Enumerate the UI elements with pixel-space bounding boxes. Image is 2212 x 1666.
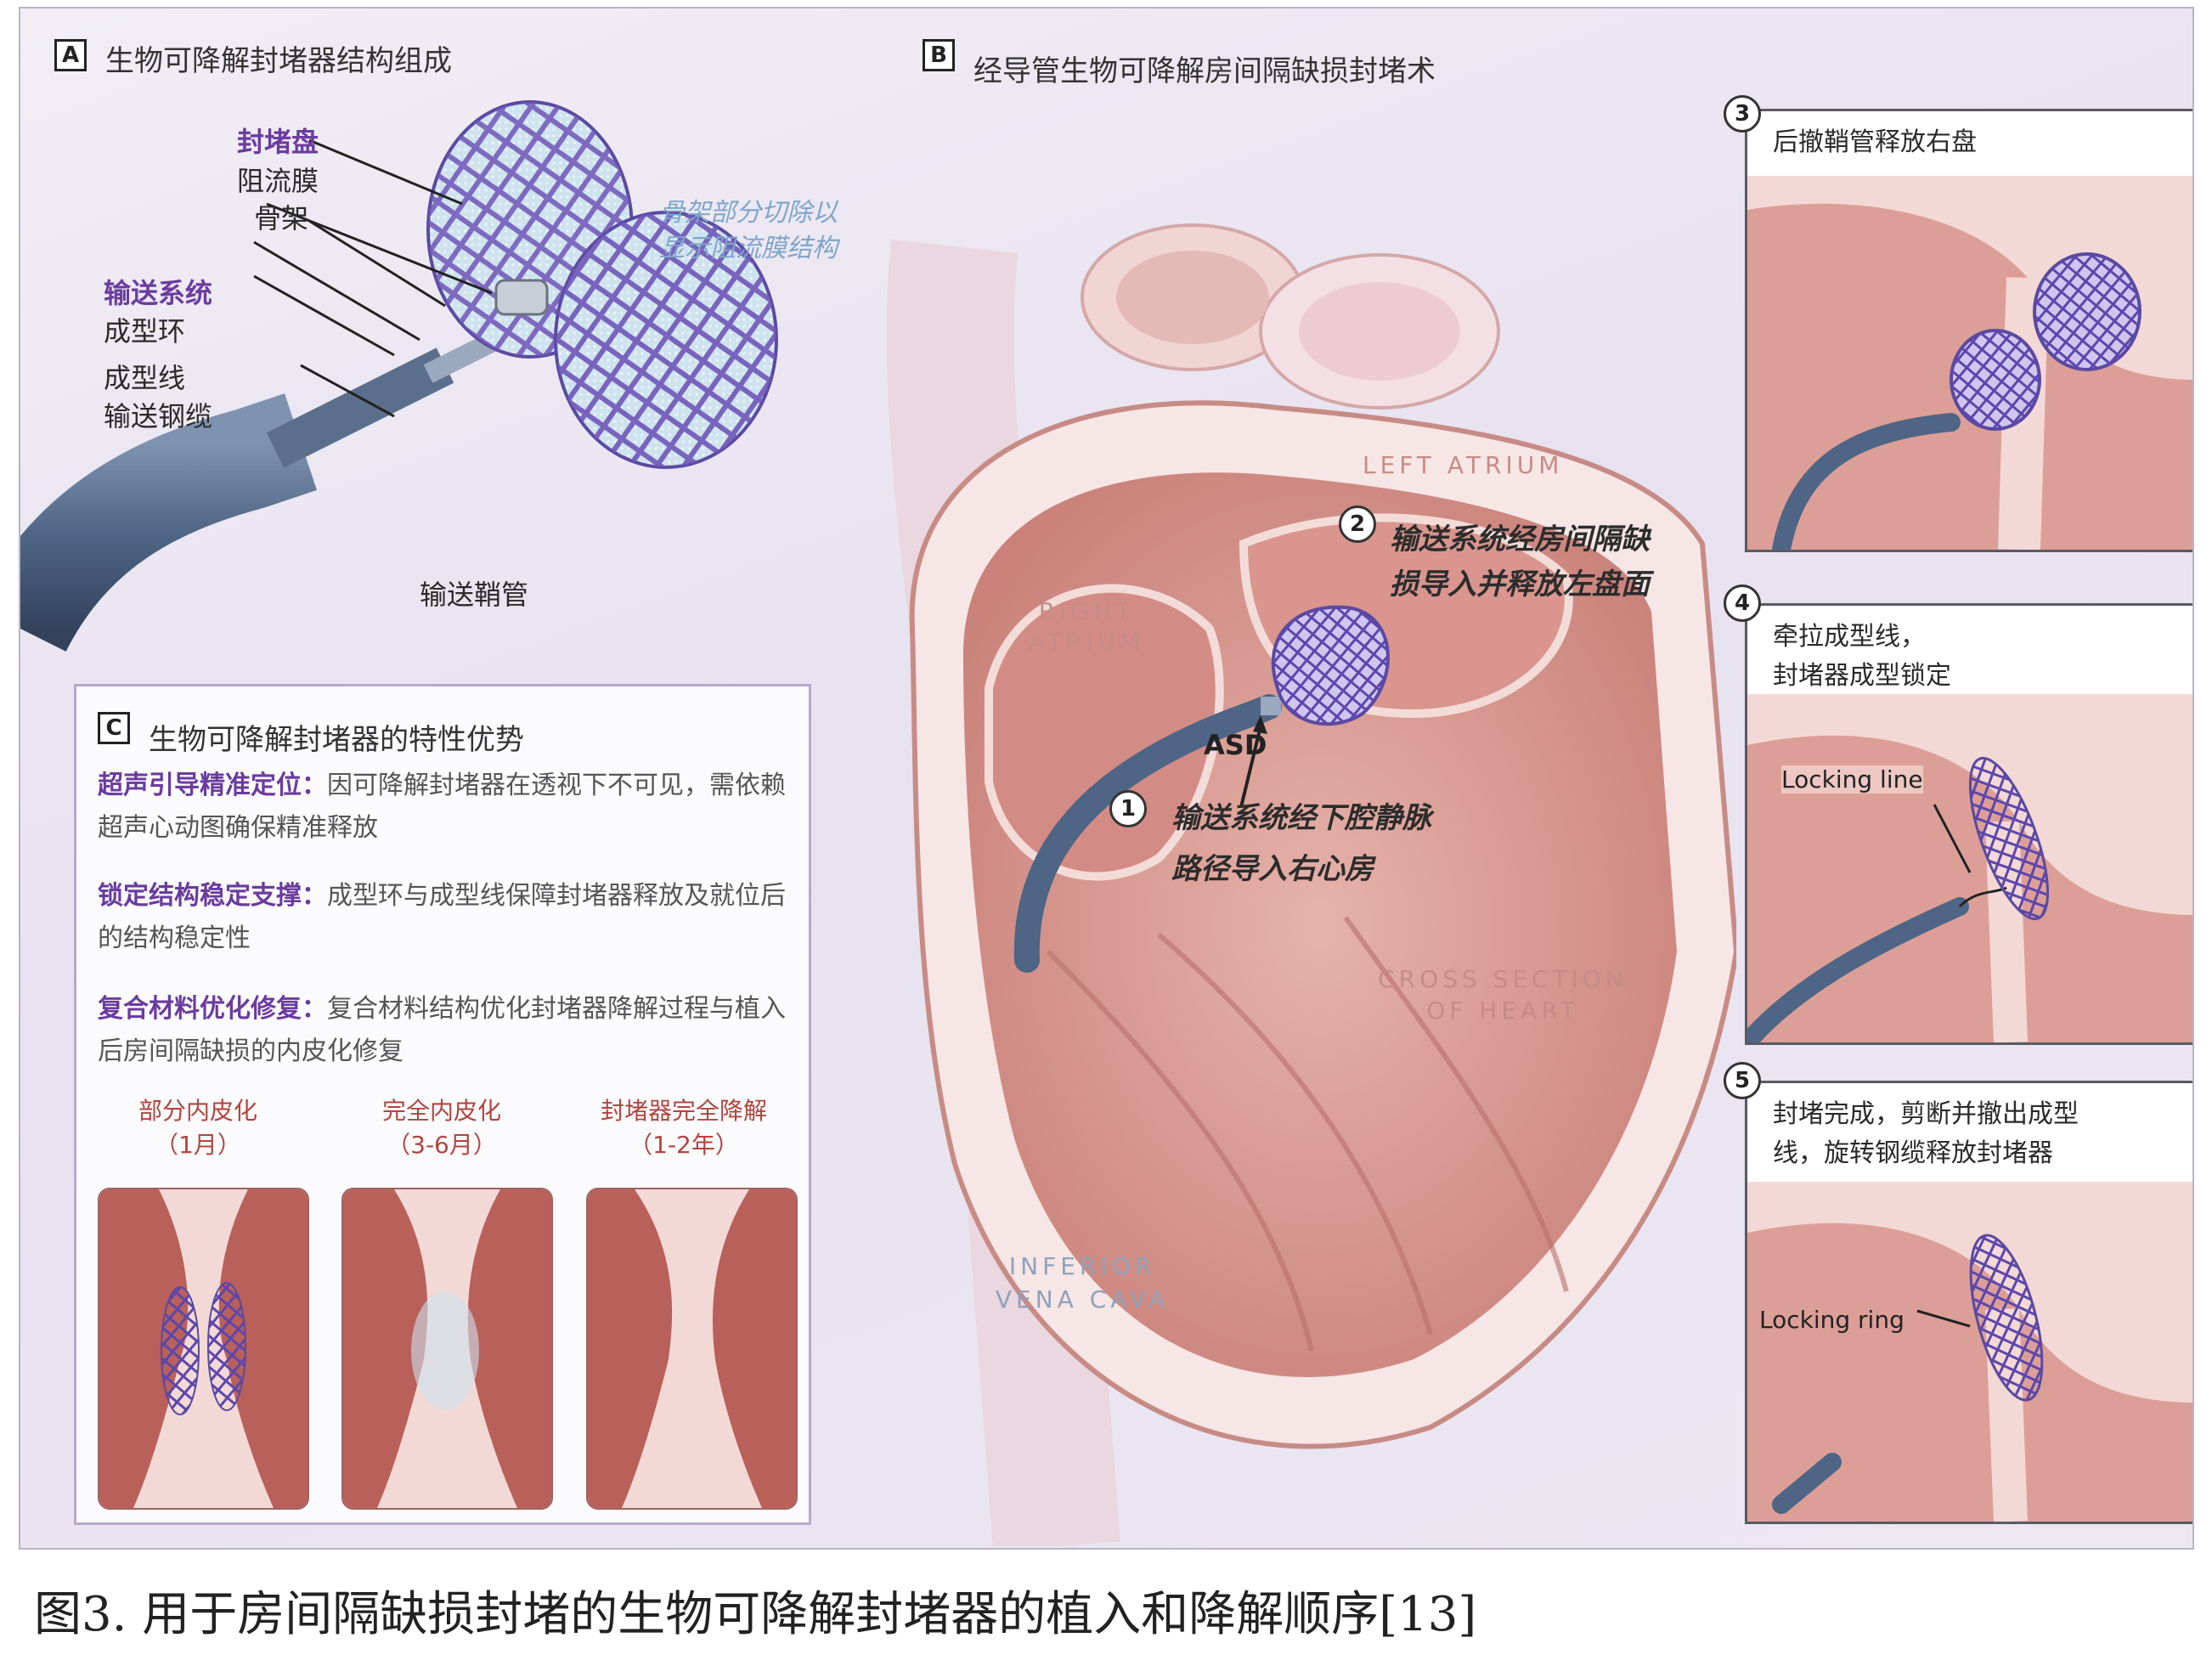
step-4-caption-line2: 封堵器成型锁定 bbox=[1773, 661, 1951, 691]
step-2-number: 2 bbox=[1339, 505, 1376, 543]
step-5-caption-line1: 封堵完成，剪断并撤出成型 bbox=[1773, 1099, 2079, 1129]
panel-c-letter: C bbox=[98, 712, 130, 744]
panel-a-title: 生物可降解封堵器结构组成 bbox=[105, 44, 452, 78]
step-3-inset: 后撤鞘管释放右盘 bbox=[1745, 109, 2192, 552]
feature-3: 复合材料优化修复：复合材料结构优化封堵器降解过程与植入后房间隔缺损的内皮化修复 bbox=[98, 988, 803, 1073]
panel-c-title: 生物可降解封堵器的特性优势 bbox=[149, 723, 524, 757]
cross-section-label-line2: OF HEART bbox=[1426, 997, 1579, 1025]
step-2-text-line1: 输送系统经房间隔缺 bbox=[1390, 522, 1650, 556]
occluder-device-illustration bbox=[20, 100, 778, 652]
stage-2-time: （3-6月） bbox=[387, 1131, 497, 1159]
step-5-illustration bbox=[1747, 1182, 2192, 1522]
feature-2-body: 成型环与成型线保障封堵器释放及就位后的结构稳定性 bbox=[98, 881, 786, 953]
feature-2: 锁定结构稳定支撑：成型环与成型线保障封堵器释放及就位后的结构稳定性 bbox=[98, 875, 803, 960]
locking-ring-callout: Locking ring bbox=[1759, 1306, 1904, 1334]
step-5-caption-line2: 线，旋转钢缆释放封堵器 bbox=[1773, 1138, 2053, 1168]
feature-2-heading: 锁定结构稳定支撑： bbox=[98, 881, 327, 911]
locking-line-callout: Locking line bbox=[1781, 765, 1923, 793]
right-atrium-label-line2: ATRIUM bbox=[1028, 628, 1145, 656]
feature-3-body: 复合材料结构优化封堵器降解过程与植入后房间隔缺损的内皮化修复 bbox=[98, 994, 786, 1066]
asd-label: ASD bbox=[1204, 729, 1267, 761]
panel-c-box: C 生物可降解封堵器的特性优势 超声引导精准定位：因可降解封堵器在透视下不可见，… bbox=[74, 684, 811, 1525]
ivc-label-line1: INFERIOR bbox=[1008, 1252, 1156, 1280]
feature-3-heading: 复合材料优化修复： bbox=[98, 994, 327, 1024]
stage-3-illustration bbox=[586, 1188, 798, 1510]
right-atrium-label-line1: RIGHT bbox=[1038, 597, 1135, 625]
stage-3-name: 封堵器完全降解 bbox=[600, 1097, 767, 1125]
step-1-text-line1: 输送系统经下腔静脉 bbox=[1171, 801, 1431, 835]
ivc-label-line2: VENA CAVA bbox=[995, 1285, 1170, 1313]
panel-b-letter: B bbox=[923, 39, 955, 71]
loop-label: 成型环 bbox=[104, 315, 186, 347]
step-2-text-line2: 损导入并释放左盘面 bbox=[1390, 568, 1650, 601]
cutaway-note-line2: 显示阻流膜结构 bbox=[659, 234, 838, 263]
cable-label: 输送钢缆 bbox=[104, 400, 213, 432]
sheath-label: 输送鞘管 bbox=[420, 579, 529, 611]
step-1-number: 1 bbox=[1109, 790, 1147, 827]
heart-cross-section-illustration bbox=[886, 223, 1736, 1546]
step-1-text-line2: 路径导入右心房 bbox=[1171, 852, 1374, 886]
panel-b-title: 经导管生物可降解房间隔缺损封堵术 bbox=[973, 54, 1436, 88]
step-3-number: 3 bbox=[1724, 95, 1761, 133]
frame-label: 骨架 bbox=[254, 202, 309, 234]
stage-3-time: （1-2年） bbox=[629, 1131, 739, 1159]
step-5-number: 5 bbox=[1724, 1062, 1761, 1099]
stage-1-illustration bbox=[98, 1188, 309, 1510]
feature-1: 超声引导精准定位：因可降解封堵器在透视下不可见，需依赖超声心动图确保精准释放 bbox=[98, 765, 803, 850]
panel-a-letter: A bbox=[54, 39, 87, 71]
cutaway-note-line1: 骨架部分切除以 bbox=[659, 198, 838, 228]
stage-2-name: 完全内皮化 bbox=[381, 1097, 501, 1125]
step-4-caption-line1: 牵拉成型线， bbox=[1773, 622, 1926, 652]
membrane-label: 阻流膜 bbox=[237, 165, 319, 197]
delivery-system-label: 输送系统 bbox=[104, 277, 213, 309]
stage-1-time: （1月） bbox=[155, 1131, 241, 1159]
left-atrium-label: LEFT ATRIUM bbox=[1363, 451, 1564, 479]
step-4-inset: 牵拉成型线， 封堵器成型锁定 Locking line bbox=[1745, 603, 2192, 1045]
disc-label: 封堵盘 bbox=[237, 126, 319, 158]
figure-canvas: A 生物可降解封堵器结构组成 bbox=[19, 7, 2194, 1550]
figure-caption: 图3. 用于房间隔缺损封堵的生物可降解封堵器的植入和降解顺序[13] bbox=[34, 1587, 1477, 1642]
step-5-inset: 封堵完成，剪断并撤出成型 线，旋转钢缆释放封堵器 Locking ring bbox=[1745, 1081, 2192, 1524]
stage-2-illustration bbox=[341, 1188, 553, 1510]
step-3-illustration bbox=[1747, 176, 2192, 550]
stage-1-name: 部分内皮化 bbox=[138, 1097, 257, 1125]
step-4-number: 4 bbox=[1724, 585, 1761, 622]
feature-1-heading: 超声引导精准定位： bbox=[98, 771, 327, 800]
line-label: 成型线 bbox=[104, 362, 186, 394]
feature-1-body: 因可降解封堵器在透视下不可见，需依赖超声心动图确保精准释放 bbox=[98, 771, 786, 843]
step-4-illustration bbox=[1747, 694, 2192, 1042]
cross-section-label-line1: CROSS SECTION bbox=[1378, 965, 1628, 993]
step-3-caption: 后撤鞘管释放右盘 bbox=[1773, 127, 1977, 157]
